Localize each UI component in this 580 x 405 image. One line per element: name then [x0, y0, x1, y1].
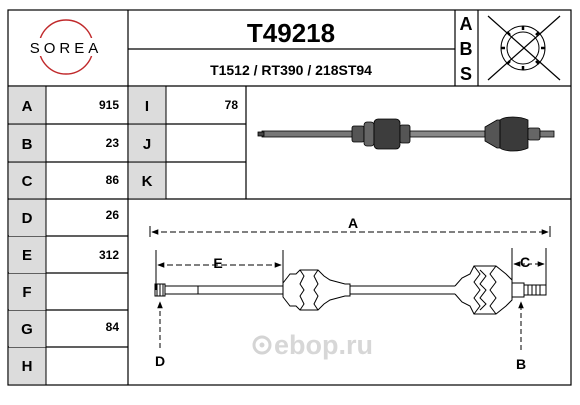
dimension-diagram: A E C: [149, 215, 551, 372]
pointer-b-label: B: [516, 356, 526, 372]
abs-letters: A B S: [460, 14, 473, 84]
spec-values-left: 915 23 86 26 312 84: [99, 98, 119, 334]
dimension-c-label: C: [520, 254, 530, 270]
abs-ring-crossed-icon: [487, 15, 561, 81]
cross-references: T1512 / RT390 / 218ST94: [210, 62, 372, 78]
spec-value-a: 915: [99, 98, 119, 112]
logo-text: SOREA: [30, 40, 103, 57]
watermark-logo-icon: [252, 335, 272, 355]
abs-letter-a: A: [460, 14, 473, 34]
spec-value-d: 26: [106, 208, 120, 222]
spec-key-e: E: [22, 247, 32, 264]
spec-value-g: 84: [106, 320, 120, 334]
spec-key-a: A: [22, 98, 33, 115]
dimension-e-label: E: [213, 255, 222, 271]
spec-value-i: 78: [225, 98, 239, 112]
spec-value-e: 312: [99, 248, 119, 262]
drive-shaft-photo: [257, 116, 555, 152]
watermark-text: ebop.ru: [274, 330, 373, 360]
spec-key-f: F: [22, 284, 31, 301]
key-cell-dividers: [8, 86, 246, 385]
drive-shaft-drawing: [154, 265, 547, 315]
abs-letter-s: S: [460, 64, 472, 84]
pointer-d-label: D: [155, 353, 165, 369]
spec-list-left: A B C D E F G H: [21, 98, 33, 375]
spec-key-b: B: [22, 136, 33, 153]
spec-key-i: I: [145, 98, 149, 115]
spec-key-c: C: [22, 173, 33, 190]
part-number: T49218: [247, 18, 335, 48]
key-cells-left: [9, 87, 46, 384]
brand-logo: SOREA: [18, 19, 114, 75]
spec-key-k: K: [142, 173, 153, 190]
spec-value-b: 23: [106, 136, 120, 150]
spec-list-right: I J K: [142, 98, 153, 190]
key-cells-right: [129, 87, 166, 199]
logo-band: [18, 38, 114, 56]
spec-key-h: H: [22, 358, 33, 375]
spec-key-d: D: [22, 210, 33, 227]
spec-value-c: 86: [106, 173, 120, 187]
spec-key-j: J: [143, 136, 151, 153]
abs-letter-b: B: [460, 39, 473, 59]
watermark: ebop.ru: [252, 330, 373, 360]
dimension-a-label: A: [348, 215, 358, 231]
spec-key-g: G: [21, 321, 33, 338]
spec-values-right: 78: [225, 98, 239, 112]
